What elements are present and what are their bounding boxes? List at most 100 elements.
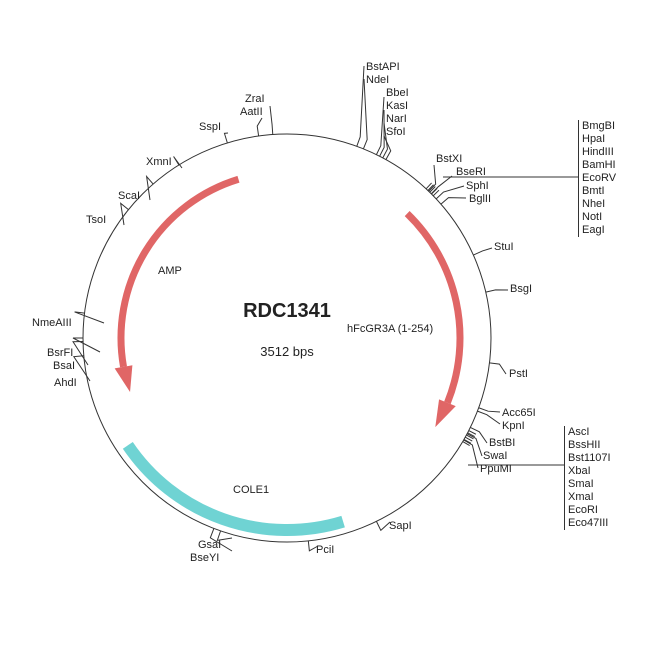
mcs-tick [425,182,432,190]
site-leader-line [478,407,501,413]
site-bstapi[interactable]: BstAPI [366,61,400,73]
site-bglii[interactable]: BglII [469,193,492,205]
site-leader-line [379,109,385,157]
site-xmai[interactable]: XmaI [568,491,594,503]
site-leader-lines [72,65,509,552]
site-smai[interactable]: SmaI [568,478,594,490]
site-leader-line [473,247,493,256]
site-leader-line [375,96,385,155]
site-sapi[interactable]: SapI [389,520,412,532]
site-bsgi[interactable]: BsgI [510,283,533,295]
site-leader-line [173,156,183,169]
site-leader-line [269,105,274,135]
insert-arrow[interactable] [404,211,464,405]
site-gsai[interactable]: GsaI [198,539,222,551]
mcs-tick [429,186,436,193]
site-leader-line [375,521,391,532]
site-bmgbi[interactable]: BmgBI [582,120,616,132]
site-sphi[interactable]: SphI [466,180,489,192]
amp-label[interactable]: AMP [158,265,182,277]
site-leader-line [485,289,509,293]
mcs-tick [431,188,438,195]
site-leader-line [307,540,319,552]
site-bsrfi[interactable]: BsrFI [47,347,74,359]
insert-arrowhead [435,399,456,428]
site-zrai[interactable]: ZraI [245,93,265,105]
site-bamhi[interactable]: BamHI [582,159,616,171]
site-ecori[interactable]: EcoRI [568,504,598,516]
site-tsoi[interactable]: TsoI [86,214,107,226]
mcs2-site-list: AscI BssHII Bst1107I XbaI SmaI XmaI EcoR… [564,426,611,530]
site-ppumi[interactable]: PpuMI [480,463,512,475]
site-leader-line [145,174,154,201]
site-aatii[interactable]: AatII [240,106,263,118]
site-leader-line [383,135,392,160]
plasmid-backbone [82,133,492,543]
mcs-tick [468,430,477,435]
insert-label[interactable]: hFcGR3A (1-254) [347,323,434,335]
site-leader-line [489,362,507,375]
site-stui[interactable]: StuI [494,241,514,253]
site-leader-line [216,530,233,541]
site-xmni[interactable]: XmnI [146,156,172,168]
site-bstxi[interactable]: BstXI [436,153,463,165]
site-nhei[interactable]: NheI [582,198,606,210]
site-sspi[interactable]: SspI [199,121,222,133]
site-bsshii[interactable]: BssHII [568,439,601,451]
site-noti[interactable]: NotI [582,211,603,223]
site-hpai[interactable]: HpaI [582,133,606,145]
site-ahdi[interactable]: AhdI [54,377,77,389]
site-ecorv[interactable]: EcoRV [582,172,617,184]
mcs-tick [462,441,470,447]
site-asci[interactable]: AscI [568,426,590,438]
amp-arrow[interactable] [117,175,240,368]
mcs1-site-list: BmgBI HpaI HindIII BamHI EcoRV BmtI NheI… [578,120,616,237]
cole1-arc[interactable] [122,442,345,536]
site-leader-line [209,528,233,552]
site-kpni[interactable]: KpnI [502,420,525,432]
site-bsai[interactable]: BsaI [53,360,76,372]
site-eco47iii[interactable]: Eco47III [568,517,609,529]
mcs-tick [463,438,472,444]
mcs-tick [465,436,473,442]
site-eagi[interactable]: EagI [582,224,605,236]
site-kasi[interactable]: KasI [386,100,409,112]
site-psti[interactable]: PstI [509,368,528,380]
site-acc65i[interactable]: Acc65I [502,407,536,419]
site-leader-line [72,341,89,366]
mcs-tick [466,434,474,440]
mcs-tick [467,432,475,437]
site-nmeaiii[interactable]: NmeAIII [32,317,72,329]
plasmid-name: RDC1341 [243,300,331,322]
site-leader-line [362,78,368,150]
site-nari[interactable]: NarI [386,113,407,125]
site-leader-line [463,439,479,469]
site-bst1107i[interactable]: Bst1107I [568,452,611,464]
site-ndei[interactable]: NdeI [366,74,390,86]
site-hindiii[interactable]: HindIII [582,146,614,158]
site-leader-line [440,197,467,205]
site-scai[interactable]: ScaI [118,190,141,202]
site-bseri[interactable]: BseRI [456,166,486,178]
site-bmti[interactable]: BmtI [582,185,605,197]
site-leader-line [428,164,437,192]
site-leader-line [223,132,229,144]
site-sfoi[interactable]: SfoI [386,126,406,138]
site-bstbi[interactable]: BstBI [489,437,516,449]
site-leader-line [470,426,488,444]
site-bbei[interactable]: BbeI [386,87,409,99]
site-leader-line [477,410,501,425]
site-leader-line [256,117,263,137]
site-bseyi[interactable]: BseYI [190,552,220,564]
cole1-label[interactable]: COLE1 [233,484,270,496]
plasmid-size: 3512 bps [260,344,314,359]
site-pcii[interactable]: PciI [316,544,335,556]
site-leader-line [356,65,365,147]
amp-arrowhead [114,365,133,393]
mcs-tick [432,189,440,197]
site-swai[interactable]: SwaI [483,450,508,462]
site-leader-line [435,185,465,200]
site-xbai[interactable]: XbaI [568,465,591,477]
